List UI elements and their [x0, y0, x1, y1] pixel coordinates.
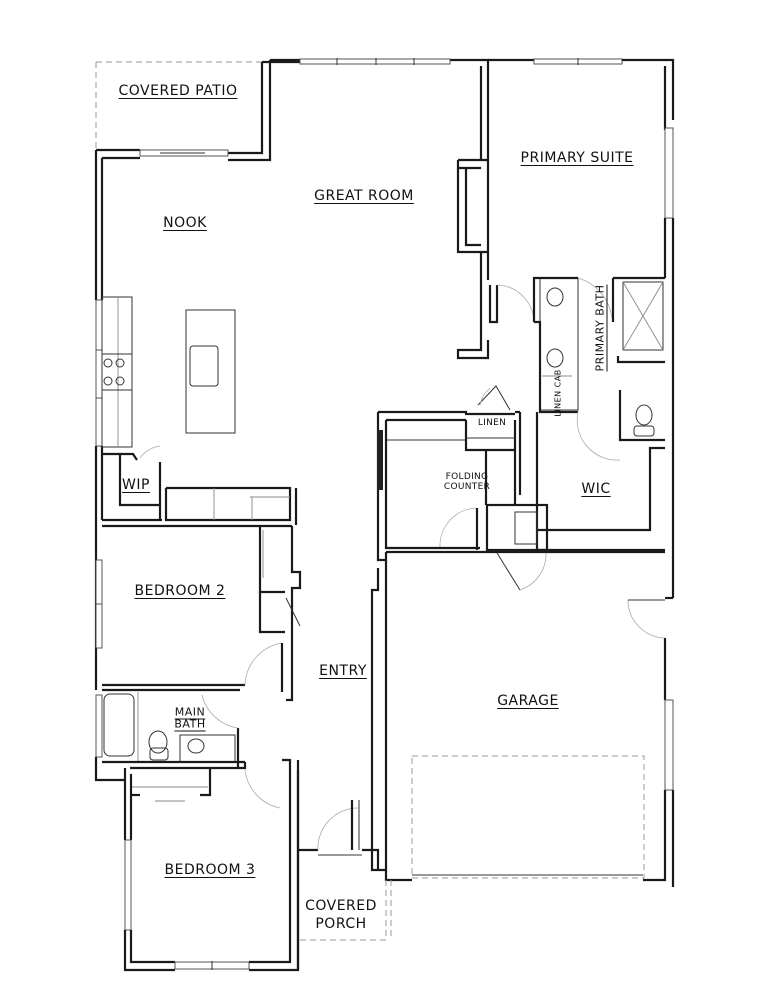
room-label-main-bath-2: BATH — [174, 717, 206, 731]
room-label-primary-suite: PRIMARY SUITE — [520, 150, 634, 166]
room-label-nook: NOOK — [163, 215, 207, 231]
room-label-bedroom-2: BEDROOM 2 — [134, 583, 226, 599]
room-label-linen: LINEN — [477, 418, 507, 428]
room-label-covered-patio: COVERED PATIO — [118, 83, 238, 99]
room-label-garage: GARAGE — [497, 693, 559, 709]
room-label-folding-counter-1: FOLDING — [445, 472, 489, 482]
room-label-wic: WIC — [581, 481, 611, 497]
room-label-covered-porch-2: PORCH — [315, 916, 367, 932]
room-label-folding-counter-2: COUNTER — [443, 482, 491, 492]
room-label-entry: ENTRY — [319, 663, 367, 679]
room-label-primary-bath: PRIMARY BATH — [593, 284, 607, 372]
exterior-walls — [94, 58, 675, 972]
room-label-linen-cab: LINEN CAB — [553, 369, 563, 417]
room-label-bedroom-3: BEDROOM 3 — [164, 862, 256, 878]
room-label-wip: WIP — [122, 477, 150, 493]
room-label-covered-porch-1: COVERED — [305, 898, 377, 914]
room-label-main-bath-1: MAIN — [174, 705, 206, 719]
room-label-great-room: GREAT ROOM — [314, 188, 414, 204]
interior-walls — [101, 62, 675, 970]
covered-patio-outline — [95, 61, 262, 150]
